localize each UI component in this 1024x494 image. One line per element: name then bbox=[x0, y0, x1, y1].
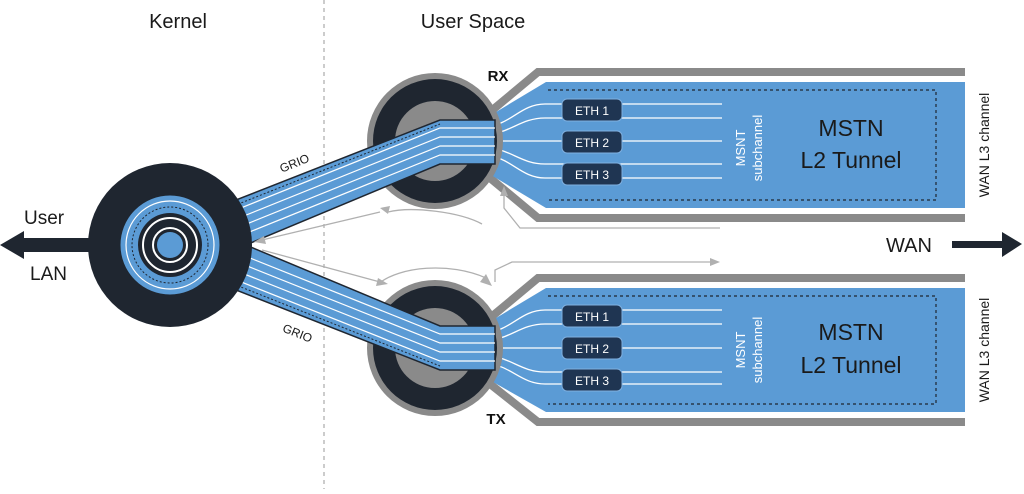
tx-eth-list: ETH 1 ETH 2 ETH 3 bbox=[561, 304, 623, 392]
kernel-header: Kernel bbox=[149, 11, 207, 33]
tx-tunnel-outline-bottom bbox=[487, 380, 965, 426]
tx-eth-1: ETH 1 bbox=[561, 304, 623, 328]
rx-subchannel-label-2: subchannel bbox=[750, 115, 765, 182]
rx-eth-3: ETH 3 bbox=[561, 162, 623, 186]
rx-tunnel-body bbox=[486, 82, 965, 208]
tx-tunnel-body bbox=[486, 288, 965, 412]
tx-eth-3-label: ETH 3 bbox=[575, 374, 609, 388]
kernel-roller bbox=[88, 163, 252, 327]
tx-eth-2: ETH 2 bbox=[561, 336, 623, 360]
wan-arrow bbox=[952, 232, 1022, 257]
tx-tunnel-title-2: L2 Tunnel bbox=[800, 352, 901, 378]
rx-eth-1-label: ETH 1 bbox=[575, 104, 609, 118]
rx-subchannel-border bbox=[548, 89, 937, 201]
tx-subchannel-label-2: subchannel bbox=[750, 317, 765, 384]
rotation-arrows bbox=[254, 186, 720, 286]
tx-subchannel-border bbox=[548, 295, 937, 405]
tx-eth-3: ETH 3 bbox=[561, 368, 623, 392]
lan-label-user: User bbox=[24, 208, 65, 229]
wan-l3-label-bottom: WAN L3 channel bbox=[976, 298, 992, 403]
tx-tunnel-title-1: MSTN bbox=[818, 319, 883, 345]
rx-label: RX bbox=[488, 68, 509, 85]
rx-subchannel-label-1: MSNT bbox=[733, 130, 748, 167]
user-space-header: User Space bbox=[421, 11, 526, 33]
wan-l3-label-top: WAN L3 channel bbox=[976, 93, 992, 198]
rx-eth-3-label: ETH 3 bbox=[575, 168, 609, 182]
tx-eth-2-label: ETH 2 bbox=[575, 342, 609, 356]
grio-label-bottom: GRIO bbox=[281, 321, 315, 345]
lan-arrow bbox=[0, 231, 98, 259]
tx-tunnel bbox=[485, 274, 965, 426]
rx-tunnel bbox=[485, 68, 965, 222]
rx-tunnel-title-1: MSTN bbox=[818, 115, 883, 141]
lan-label-lan: LAN bbox=[30, 264, 67, 285]
tx-eth-1-label: ETH 1 bbox=[575, 310, 609, 324]
rx-eth-2: ETH 2 bbox=[561, 130, 623, 154]
tx-tunnel-outline-top bbox=[487, 274, 965, 322]
rx-tunnel-title-2: L2 Tunnel bbox=[800, 147, 901, 173]
rx-eth-list: ETH 1 ETH 2 ETH 3 bbox=[561, 98, 623, 186]
rx-eth-2-label: ETH 2 bbox=[575, 136, 609, 150]
wan-label: WAN bbox=[886, 235, 932, 257]
rx-eth-1: ETH 1 bbox=[561, 98, 623, 122]
rx-tunnel-outline-top bbox=[487, 68, 965, 116]
tx-label: TX bbox=[486, 411, 505, 428]
tx-subchannel-label-1: MSNT bbox=[733, 332, 748, 369]
